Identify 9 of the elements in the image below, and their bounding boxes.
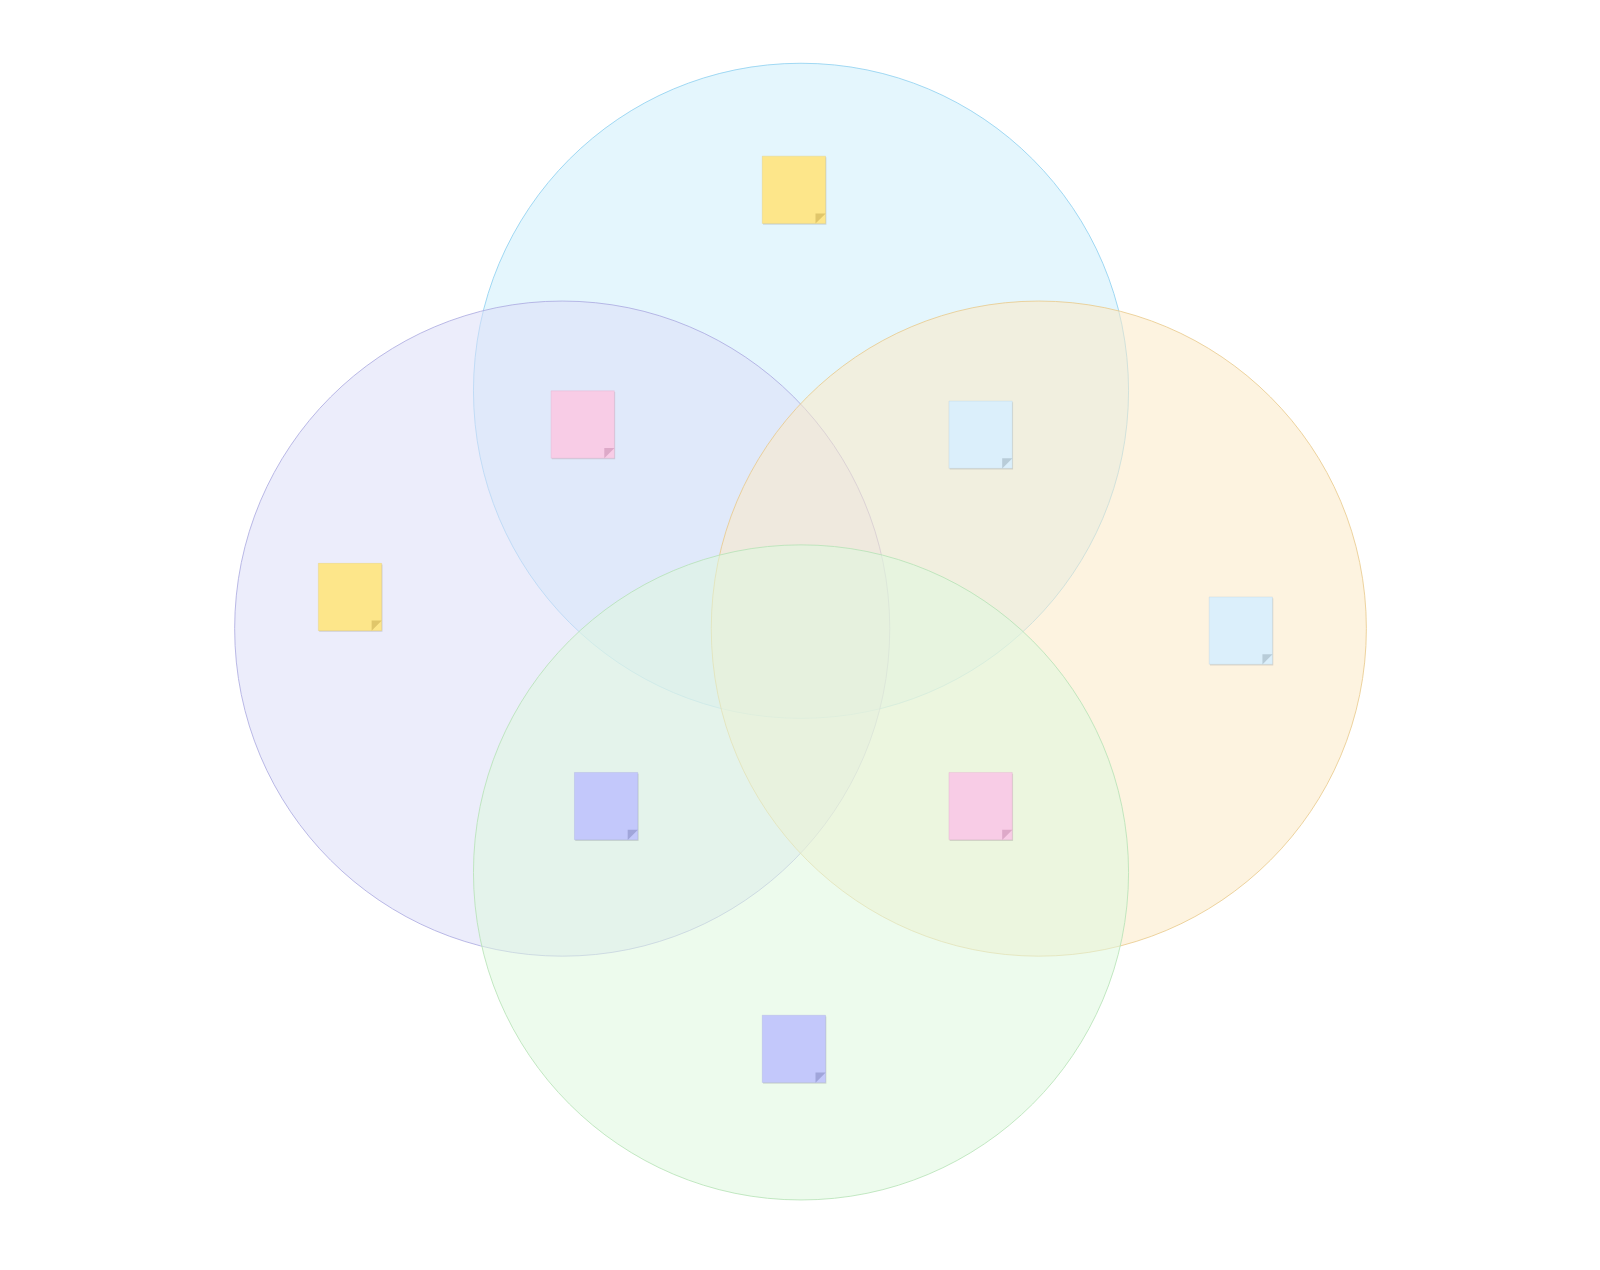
sticky-note <box>574 772 639 841</box>
sticky-note <box>948 772 1014 841</box>
sticky-note <box>550 390 616 460</box>
venn-circle <box>473 544 1129 1201</box>
sticky-note <box>948 400 1014 470</box>
sticky-note <box>762 156 827 225</box>
sticky-note <box>762 1015 827 1084</box>
sticky-note <box>318 563 383 632</box>
sticky-note <box>1209 596 1274 666</box>
